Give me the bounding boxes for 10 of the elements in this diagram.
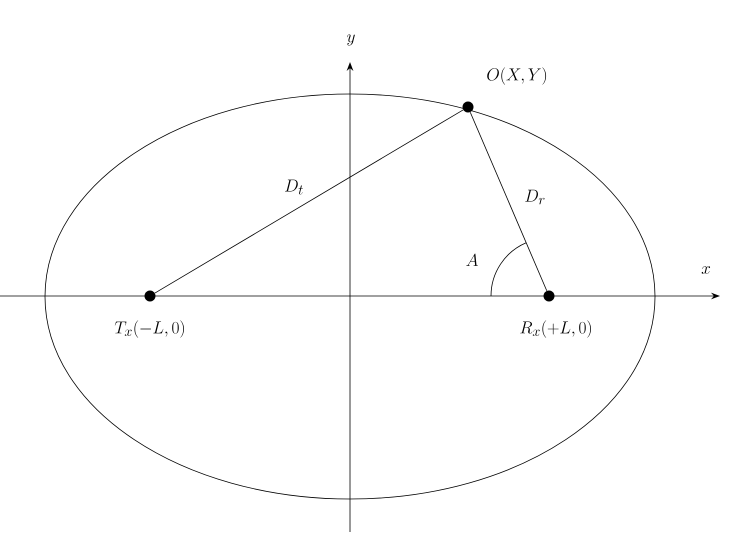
- edge-label: $D_t$: [283, 178, 305, 196]
- line-segment: [154, 110, 464, 294]
- line-segment: [470, 112, 548, 292]
- axis-label: $x$: [702, 266, 710, 274]
- point-label: $O(X,Y)$: [487, 67, 546, 85]
- point-label: $R_x(+L,0)$: [520, 320, 591, 338]
- axis-label: $A$: [466, 254, 478, 266]
- axis-label: $y$: [347, 34, 355, 46]
- edge-label: $D_r$: [523, 188, 547, 206]
- point-label: $T_x(-L,0)$: [114, 320, 184, 338]
